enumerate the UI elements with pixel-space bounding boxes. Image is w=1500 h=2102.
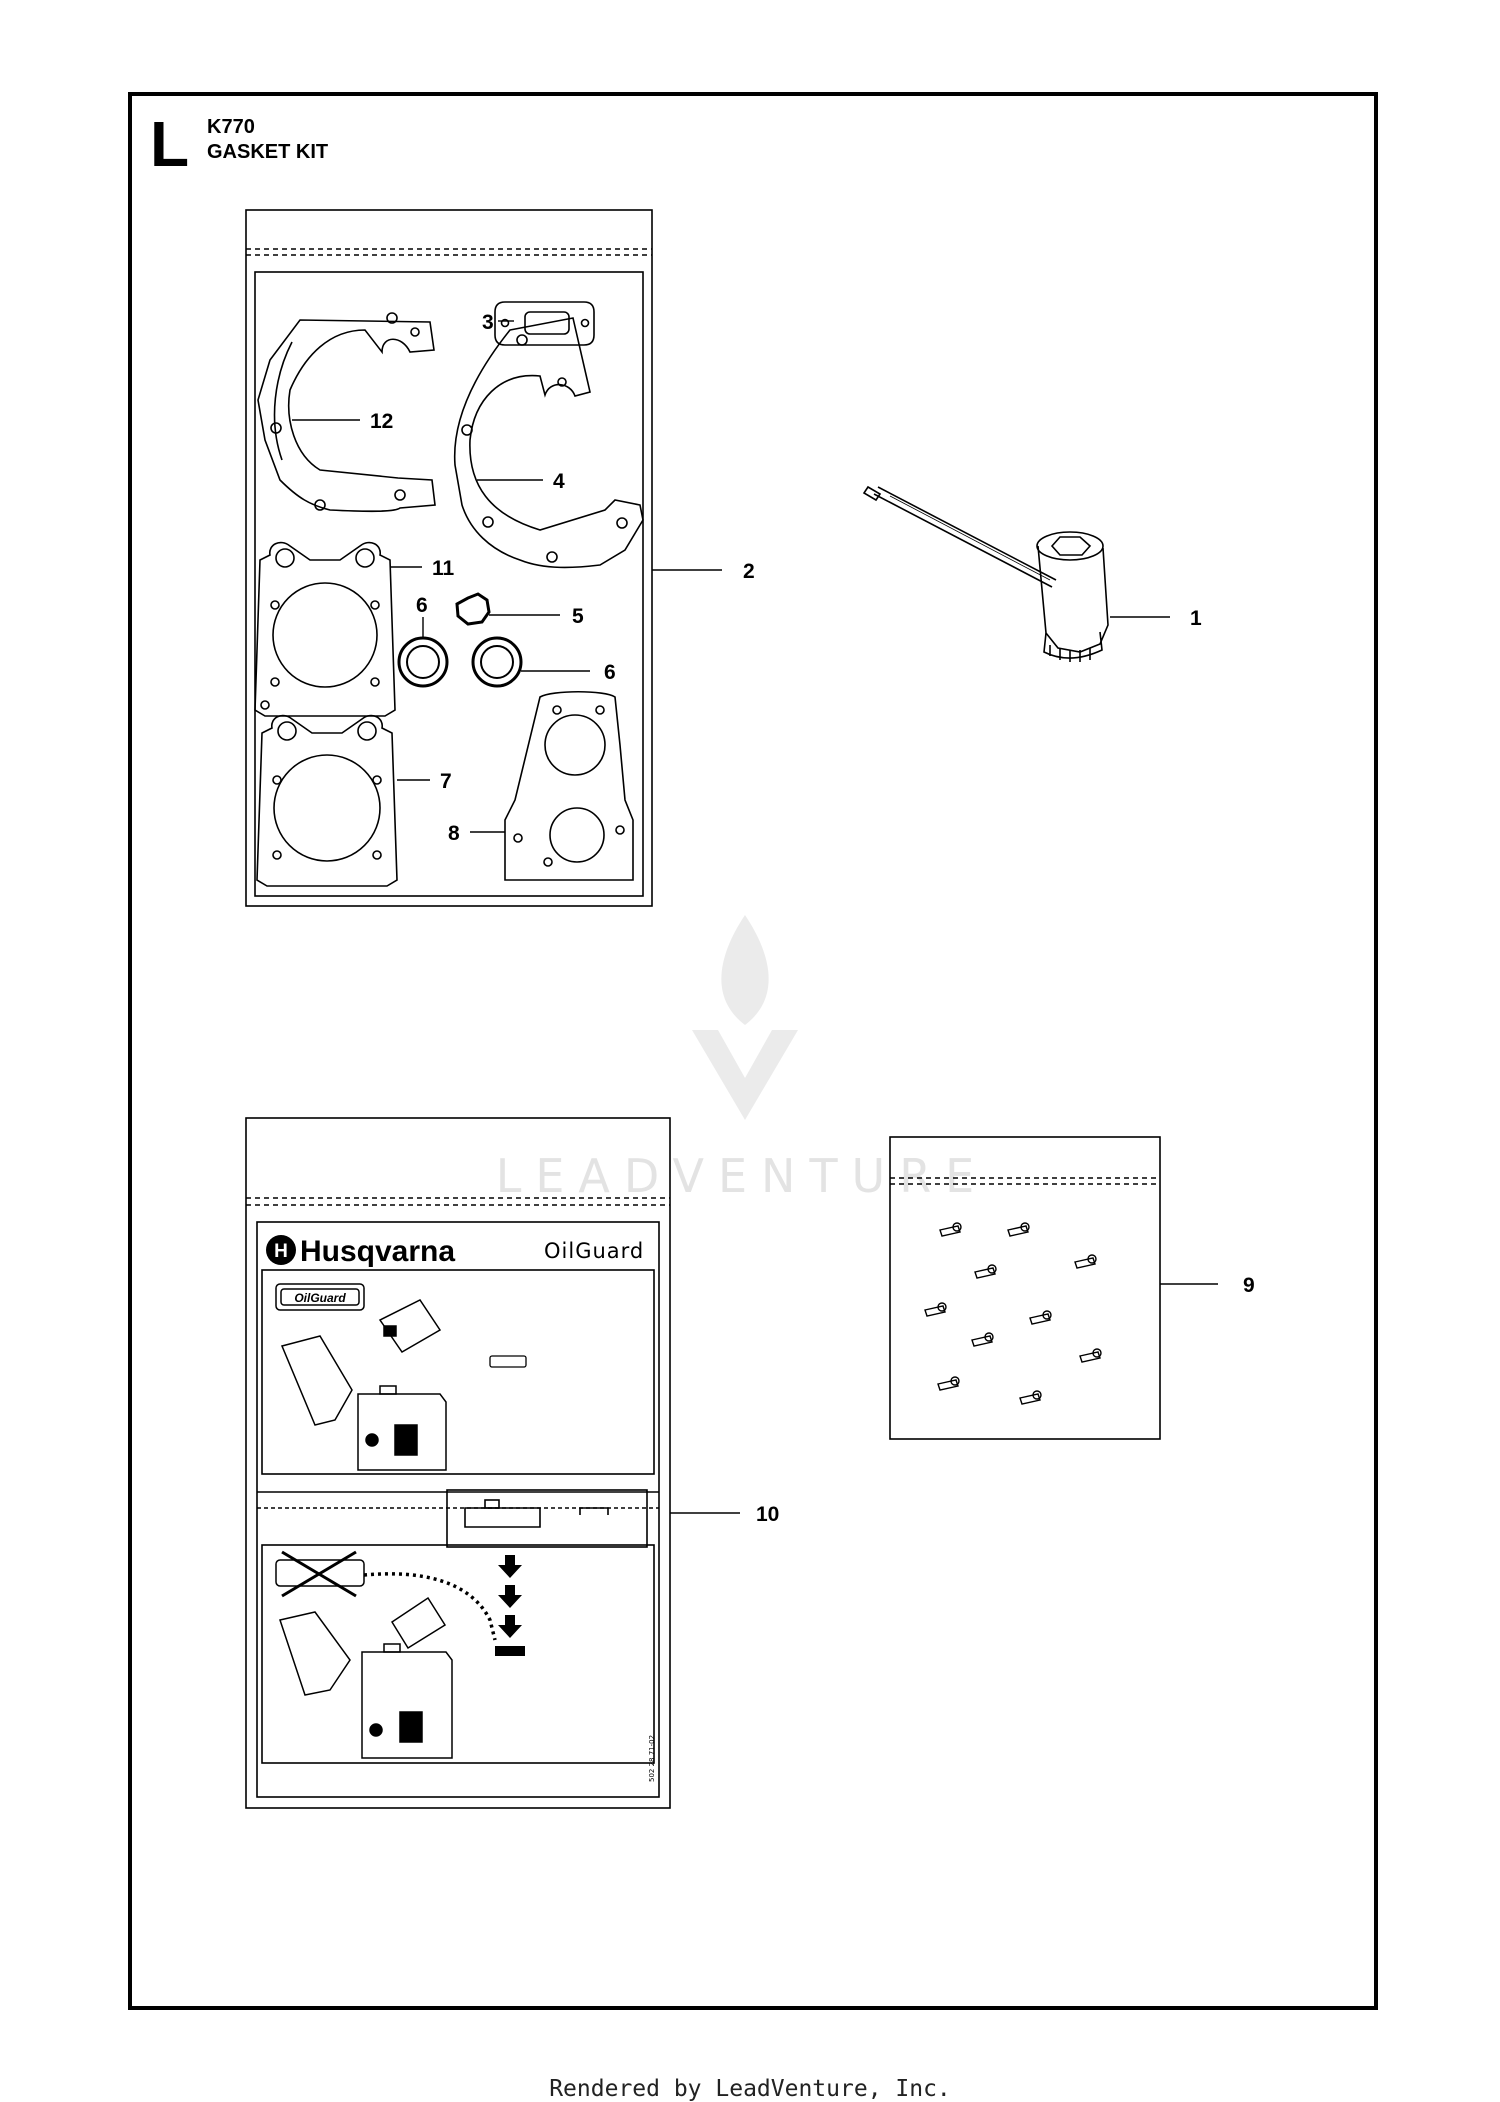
oilguard-card (245, 1117, 671, 1809)
fastener-bag (889, 1136, 1161, 1440)
product-name: OilGuard (544, 1239, 644, 1263)
husqvarna-logo-icon: H (266, 1235, 296, 1265)
callout-11: 11 (432, 557, 455, 580)
oil-bottle-icon (378, 1299, 447, 1650)
oilguard-badge-icon (275, 1283, 365, 1311)
funnel-icon (279, 1335, 353, 1696)
o-ring (455, 592, 491, 626)
seal-right (471, 636, 523, 688)
kit-title: GASKET KIT (207, 141, 329, 163)
callout-leaders (292, 320, 1218, 1514)
brand-name: Husqvarna (300, 1235, 455, 1268)
down-arrows-icon (495, 1555, 525, 1656)
card-part-code: 502 28 71-02 (648, 1735, 656, 1782)
callout-8: 8 (448, 822, 460, 845)
watermark-logo (692, 915, 798, 1120)
oilguard-badge-label: OilGuard (294, 1291, 346, 1305)
oil-chain-path (363, 1572, 497, 1641)
footer-credit: Rendered by LeadVenture, Inc. (549, 2076, 951, 2102)
callout-6a: 6 (416, 594, 428, 617)
callout-3: 3 (482, 311, 494, 334)
cylinder-gasket-11 (254, 541, 396, 717)
callout-10: 10 (756, 1503, 779, 1526)
crankcase-gasket-4 (453, 317, 644, 569)
oilguard-mini-badge-icon (489, 1355, 527, 1368)
callout-9: 9 (1243, 1274, 1255, 1297)
section-letter: L (150, 108, 190, 180)
crankcase-gasket-12 (257, 312, 436, 513)
svg-text:H: H (274, 1241, 288, 1262)
fuel-canister-icon (357, 1385, 453, 1759)
callout-6b: 6 (604, 661, 616, 684)
callout-7: 7 (440, 770, 452, 793)
exhaust-gasket (494, 301, 595, 346)
combination-wrench (862, 485, 1109, 662)
page-frame (128, 92, 1378, 2010)
model-label: K770 (207, 116, 255, 138)
callout-5: 5 (572, 605, 584, 628)
oilguard-crossed-badge-icon (275, 1550, 365, 1598)
intake-gasket (504, 691, 634, 881)
watermark-text: LEADVENTURE (496, 1149, 989, 1203)
fastener-icon (924, 1222, 1102, 1405)
seal-left (397, 636, 449, 688)
gasket-bag (245, 209, 653, 907)
callout-12: 12 (370, 410, 393, 433)
callout-4: 4 (553, 470, 565, 493)
callout-1: 1 (1190, 607, 1202, 630)
cylinder-gasket-7 (256, 714, 398, 887)
callout-2: 2 (743, 560, 755, 583)
